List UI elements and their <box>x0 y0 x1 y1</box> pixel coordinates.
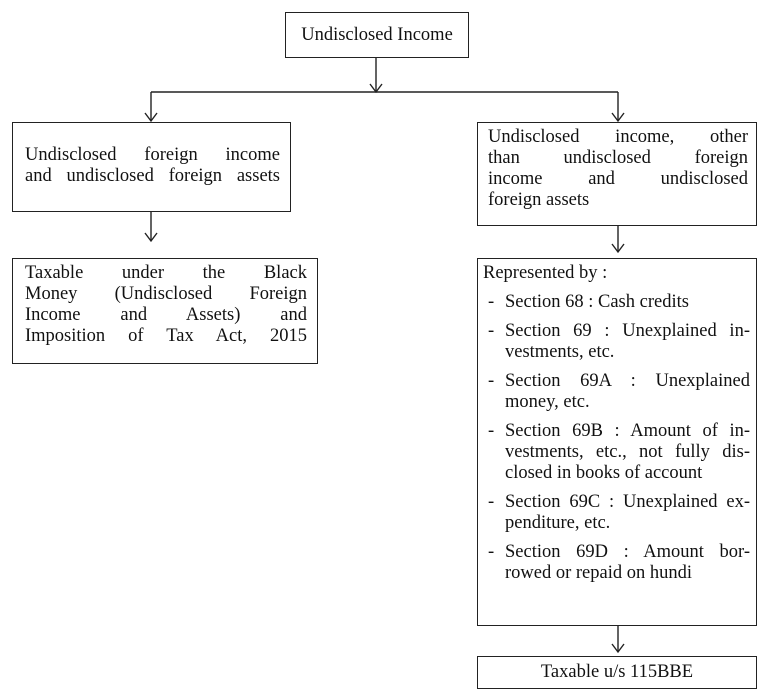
node-undisclosed-income-other: Undisclosed income, other than undisclos… <box>477 122 757 226</box>
node-represented-by-sections: Represented by : -Section 68 : Cash cred… <box>477 258 757 626</box>
node-undisclosed-foreign-income: Undisclosed foreign income and undisclos… <box>12 122 291 212</box>
black-money-line: Money (Undisclosed Foreign <box>25 284 307 304</box>
section-line: Section 69A : Unexplained <box>505 371 750 391</box>
section-line: vestments, etc., not fully dis- <box>505 442 750 462</box>
arrowhead-final <box>611 643 625 654</box>
right-title-line: foreign assets <box>488 190 590 210</box>
section-item: -Section 69D : Amount bor-rowed or repai… <box>483 542 750 584</box>
root-label: Undisclosed Income <box>301 24 453 45</box>
node-taxable-115bbe: Taxable u/s 115BBE <box>477 656 757 689</box>
section-line: Section 69B : Amount of in- <box>505 421 750 441</box>
dash-bullet: - <box>488 321 495 341</box>
arrowhead-left <box>144 112 158 123</box>
section-item: -Section 69C : Unexplained ex-penditure,… <box>483 492 750 534</box>
section-line: money, etc. <box>505 392 590 412</box>
dash-bullet: - <box>488 371 495 391</box>
section-item: -Section 69 : Unexplained in-vestments, … <box>483 321 750 363</box>
section-line: rowed or repaid on hundi <box>505 563 693 583</box>
dash-bullet: - <box>488 492 495 512</box>
represented-by-label: Represented by : <box>483 263 608 283</box>
root-node-undisclosed-income: Undisclosed Income <box>285 12 469 58</box>
dash-bullet: - <box>488 542 495 562</box>
right-title-line: income and undisclosed <box>488 169 748 189</box>
section-line: Section 69D : Amount bor- <box>505 542 750 562</box>
section-line: vestments, etc. <box>505 342 615 362</box>
arrowhead-right-sections <box>611 243 625 254</box>
arrowhead-left-result <box>144 232 158 243</box>
section-line: closed in books of account <box>505 463 703 483</box>
black-money-line: Taxable under the Black <box>25 263 307 283</box>
black-money-line: Imposition of Tax Act, 2015 <box>25 326 307 346</box>
section-item: -Section 68 : Cash credits <box>483 292 750 313</box>
section-item: -Section 69B : Amount of in-vestments, e… <box>483 421 750 484</box>
dash-bullet: - <box>488 421 495 441</box>
node-black-money-act: Taxable under the Black Money (Undisclos… <box>12 258 318 364</box>
section-line: penditure, etc. <box>505 513 611 533</box>
section-line: Section 69 : Unexplained in- <box>505 321 750 341</box>
section-line: Section 68 : Cash credits <box>505 292 689 312</box>
final-label: Taxable u/s 115BBE <box>540 662 694 682</box>
right-title-line: than undisclosed foreign <box>488 148 748 168</box>
left-title-line: Undisclosed foreign income <box>25 145 280 165</box>
black-money-line: Income and Assets) and <box>25 305 307 325</box>
section-line: Section 69C : Unexplained ex- <box>505 492 750 512</box>
arrowhead-right <box>611 112 625 123</box>
right-title-line: Undisclosed income, other <box>488 127 748 147</box>
sections-list: -Section 68 : Cash credits-Section 69 : … <box>483 292 750 584</box>
left-title-line: and undisclosed foreign assets <box>25 166 280 186</box>
dash-bullet: - <box>488 292 495 312</box>
